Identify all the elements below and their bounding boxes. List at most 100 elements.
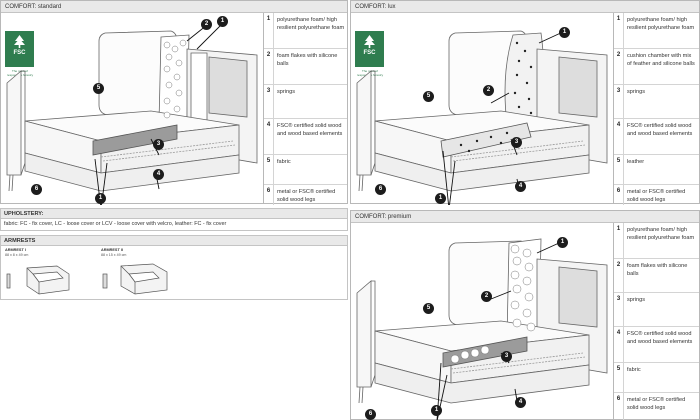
- legend-text: springs: [627, 297, 646, 303]
- armrest-1-dims: 88 x 8 x 49 cm: [5, 253, 29, 257]
- comfort-standard-panel: COMFORT: standard FSC The mark of respon…: [0, 0, 348, 205]
- legend-text: metal or FSC® certified solid wood legs: [627, 189, 686, 203]
- legend-text: springs: [277, 89, 296, 95]
- legend-number: 2: [614, 259, 624, 292]
- armrest-1-drawing: [6, 265, 70, 295]
- legend-text: polyurethane foam/ high resilient polyur…: [627, 17, 695, 31]
- callout-1-badge-lower: 1: [95, 193, 106, 204]
- armrests-section: ARMREST I 88 x 8 x 49 cm ARMREST II 88 x…: [0, 246, 348, 300]
- legend-number: 5: [614, 363, 624, 392]
- sofa-diagram-lux: FSC The mark of responsible forestry: [351, 13, 613, 205]
- callout-1-badge-lower: 1: [431, 405, 442, 416]
- callout-6-badge: 6: [375, 184, 386, 195]
- legend-text: fabric: [277, 159, 291, 165]
- legend-number: 6: [264, 185, 274, 205]
- callout-3-badge: 3: [501, 351, 512, 362]
- legend-text: fabric: [627, 367, 641, 373]
- legend-text: metal or FSC® certified solid wood legs: [277, 189, 336, 203]
- armrest-2-drawing: [102, 263, 168, 295]
- panel-title: COMFORT: standard: [1, 1, 347, 13]
- callout-4-badge: 4: [515, 181, 526, 192]
- legend-number: 1: [264, 13, 274, 48]
- legend-number: 5: [264, 155, 274, 184]
- callout-3-badge: 3: [153, 139, 164, 150]
- legend-number: 2: [614, 49, 624, 84]
- callout-1-badge: 1: [217, 16, 228, 27]
- callout-4-badge: 4: [515, 397, 526, 408]
- legend-text: foam flakes with silicone balls: [627, 263, 688, 277]
- legend-text: polyurethane foam/ high resilient polyur…: [277, 17, 345, 31]
- callout-3-badge: 3: [511, 137, 522, 148]
- legend-number: 6: [614, 393, 624, 420]
- sofa-diagram-standard: FSC The mark of responsible forestry: [1, 13, 263, 205]
- callout-4-badge: 4: [153, 169, 164, 180]
- callout-2-badge: 2: [481, 291, 492, 302]
- comfort-premium-panel: COMFORT: premium: [350, 210, 700, 420]
- armrest-2-dims: 88 x 15 x 49 cm: [101, 253, 127, 257]
- upholstery-text: fabric: FC - fix cover, LC - loose cover…: [0, 219, 348, 231]
- fsc-label: FSC: [13, 50, 26, 56]
- legend-text: FSC® certified solid wood and wood based…: [277, 123, 343, 137]
- sofa-drawing: [6, 22, 258, 205]
- fsc-logo: FSC: [355, 31, 384, 67]
- legend-number: 5: [614, 155, 624, 184]
- callout-6-badge: 6: [31, 184, 42, 195]
- callout-1-badge: 1: [559, 27, 570, 38]
- panel-title: COMFORT: lux: [351, 1, 699, 13]
- legend-number: 2: [264, 49, 274, 84]
- callout-1-badge-lower: 1: [435, 193, 446, 204]
- callout-6-badge: 6: [365, 409, 376, 420]
- legend-text: metal or FSC® certified solid wood legs: [627, 397, 686, 411]
- callout-2-badge: 2: [483, 85, 494, 96]
- legend-number: 6: [614, 185, 624, 205]
- callout-1-badge: 1: [557, 237, 568, 248]
- legend-number: 3: [614, 85, 624, 118]
- sofa-diagram-premium: 1 2 5 3 4 1 6: [351, 223, 613, 420]
- legend-text: FSC® certified solid wood and wood based…: [627, 123, 693, 137]
- legend-number: 4: [614, 119, 624, 154]
- legend-text: foam flakes with silicone balls: [277, 53, 338, 67]
- legend-number: 1: [614, 13, 624, 48]
- legend-number: 3: [264, 85, 274, 118]
- callout-5-badge: 5: [93, 83, 104, 94]
- tree-icon: [14, 35, 25, 48]
- callout-2-badge: 2: [201, 19, 212, 30]
- legend-text: FSC® certified solid wood and wood based…: [627, 331, 693, 345]
- panel-title: COMFORT: premium: [351, 211, 699, 223]
- legend-text: cushion chamber with mix of feather and …: [627, 53, 695, 67]
- legend-text: springs: [627, 89, 646, 95]
- armrest-1-name: ARMREST I: [5, 248, 26, 252]
- fsc-logo: FSC: [5, 31, 34, 67]
- legend-text: polyurethane foam/ high resilient polyur…: [627, 227, 695, 241]
- callout-5-badge: 5: [423, 91, 434, 102]
- legend-number: 1: [614, 223, 624, 258]
- callout-5-badge: 5: [423, 303, 434, 314]
- sofa-drawing: [356, 30, 608, 205]
- legend-number: 4: [264, 119, 274, 154]
- legend-text: leather: [627, 159, 645, 165]
- armrests-heading: ARMRESTS: [0, 235, 348, 246]
- comfort-lux-panel: COMFORT: lux FSC The mark of responsible…: [350, 0, 700, 205]
- legend-number: 3: [614, 293, 624, 326]
- sofa-drawing: [356, 238, 608, 420]
